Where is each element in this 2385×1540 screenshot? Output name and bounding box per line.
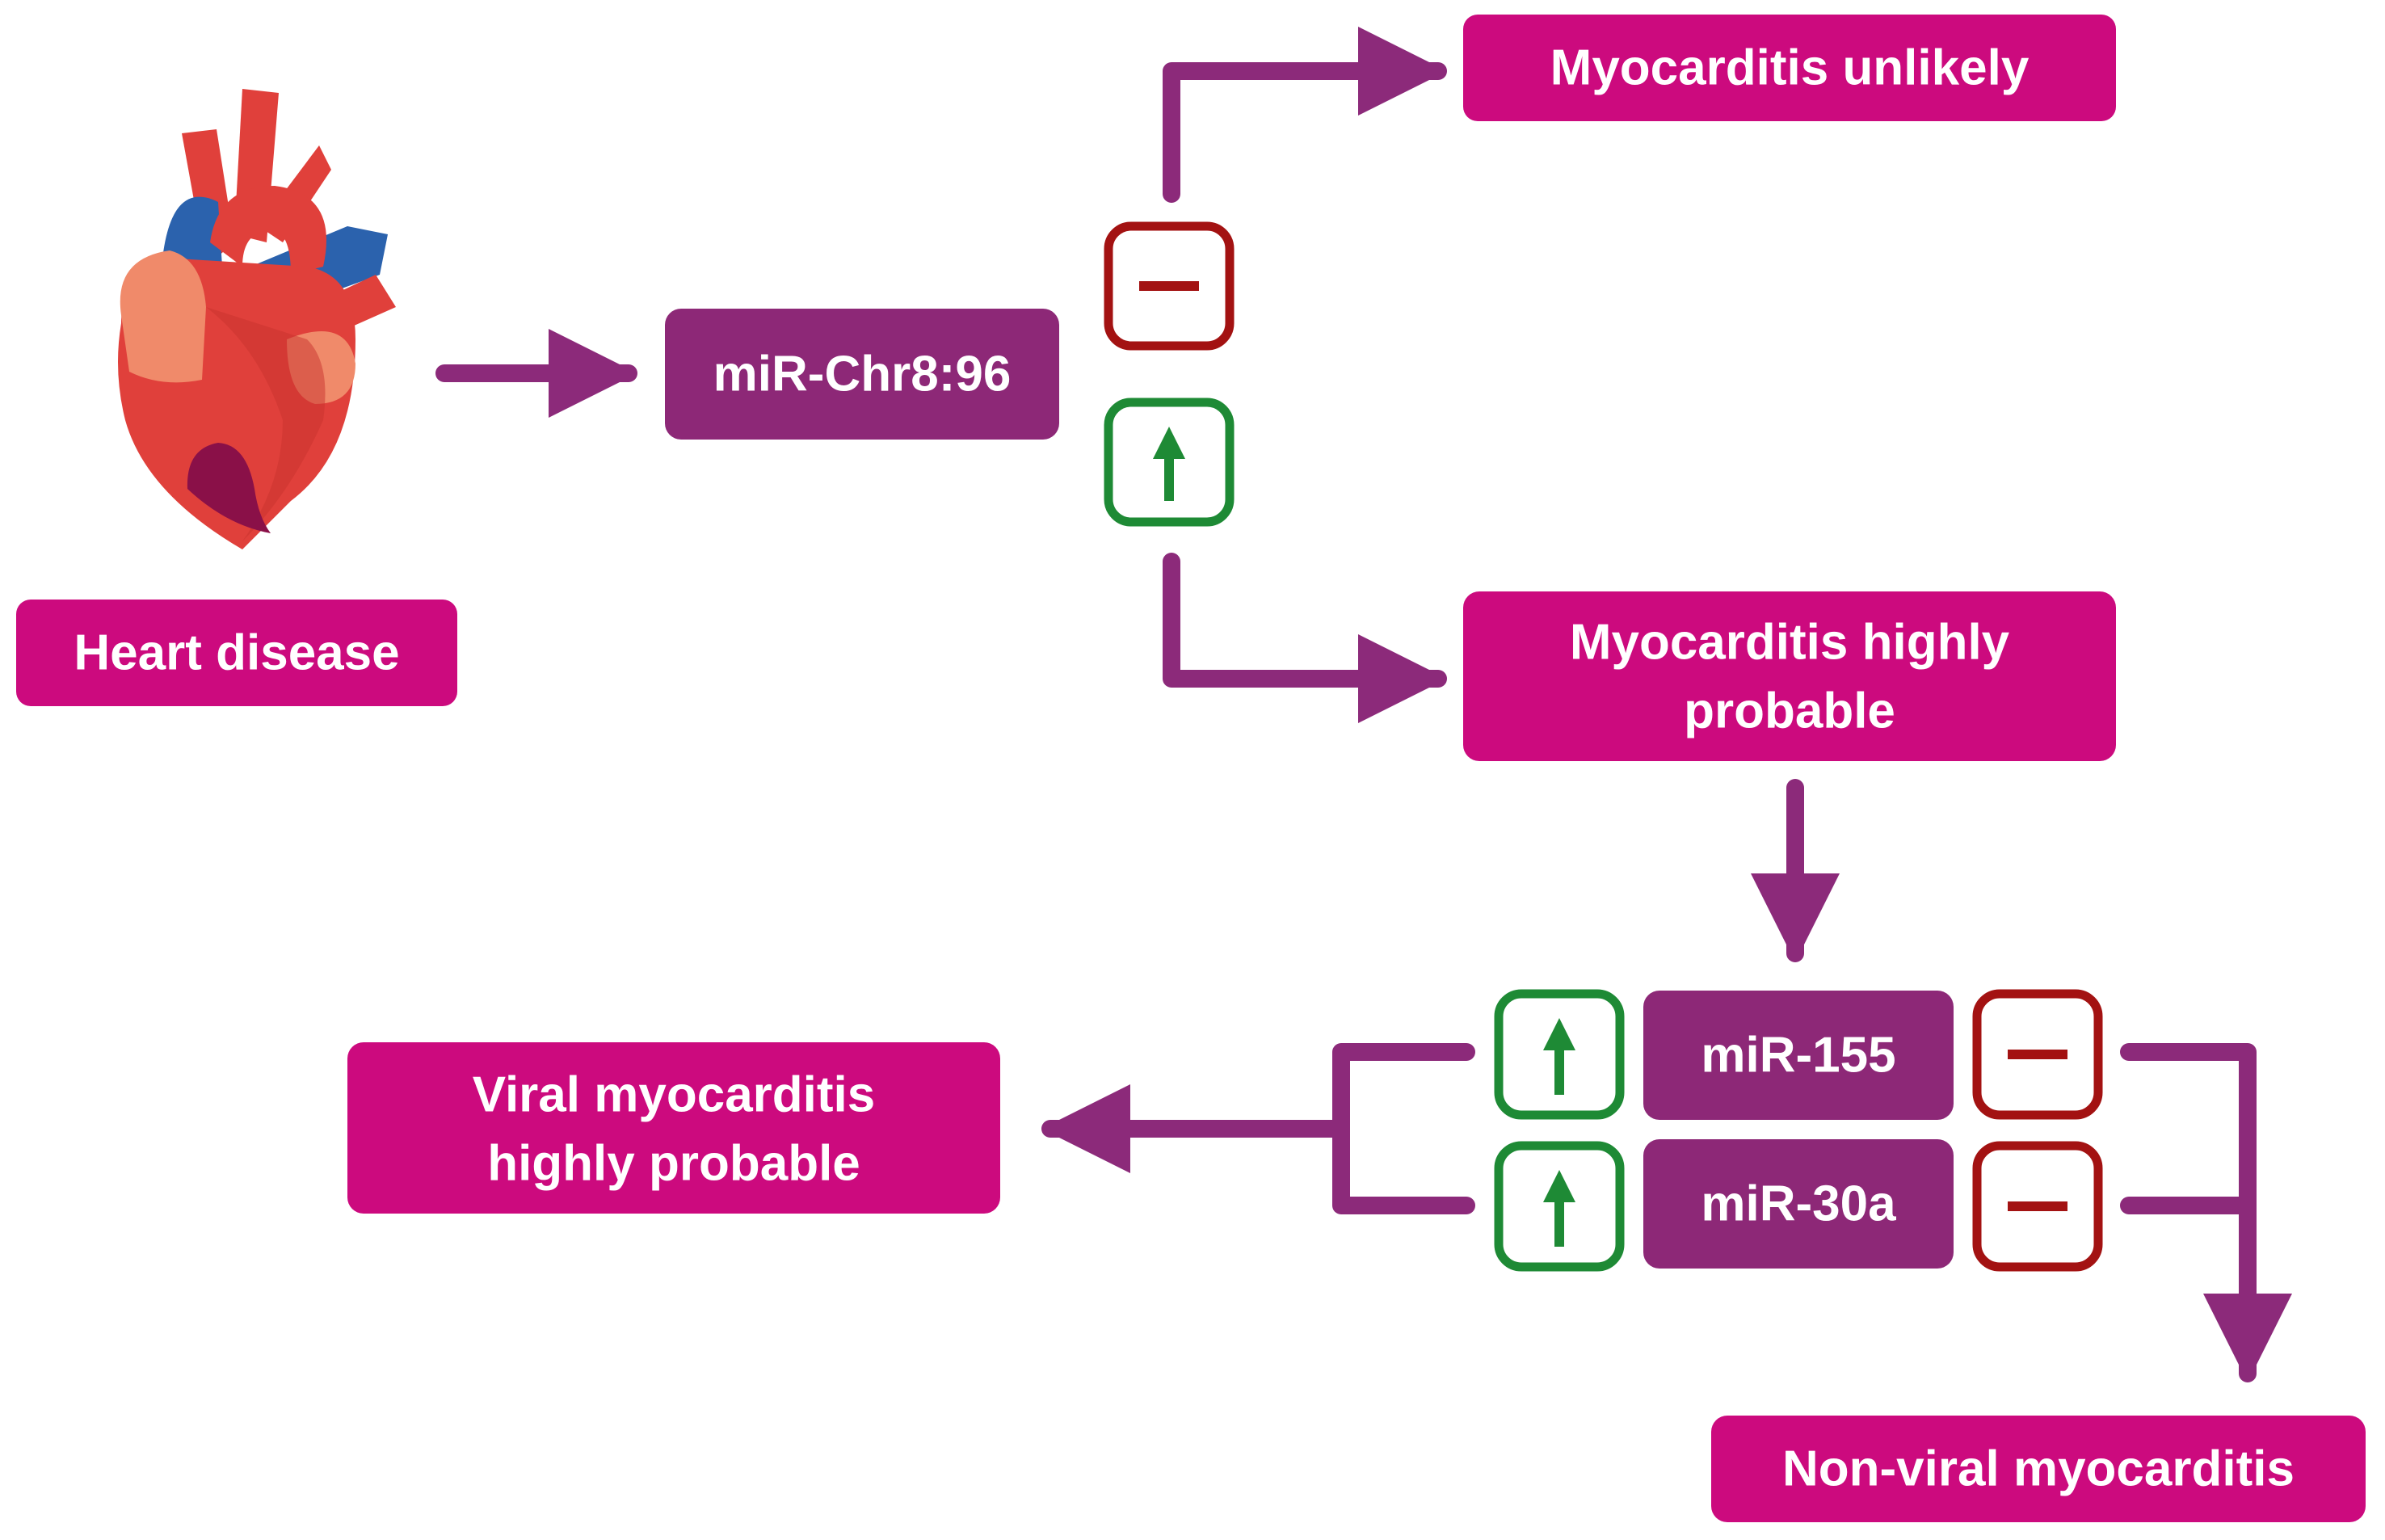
node-non-viral-myocarditis: Non-viral myocarditis	[1711, 1416, 2366, 1522]
minus-icon	[1972, 989, 2103, 1120]
node-myocarditis-probable-line1: Myocarditis highly	[1570, 615, 2010, 671]
node-mir-chr8-label: miR-Chr8:96	[713, 347, 1012, 402]
node-mir-chr8: miR-Chr8:96	[665, 309, 1059, 440]
arrow-to-myocarditis-probable	[1163, 553, 1447, 723]
node-myocarditis-probable-line2: probable	[1684, 684, 1895, 739]
node-heart-disease: Heart disease	[16, 600, 457, 706]
bracket-left	[1332, 1043, 1475, 1214]
arrow-to-myocarditis-unlikely	[1163, 27, 1447, 203]
bracket-right	[2120, 1043, 2292, 1382]
node-heart-disease-label: Heart disease	[74, 625, 399, 681]
node-myocarditis-unlikely: Myocarditis unlikely	[1463, 15, 2116, 121]
node-non-viral-label: Non-viral myocarditis	[1782, 1441, 2295, 1497]
connectors	[435, 27, 2292, 1382]
minus-icon	[1104, 221, 1235, 351]
up-arrow-icon	[1494, 989, 1625, 1120]
up-arrow-icon	[1494, 1141, 1625, 1272]
node-viral-line1: Viral myocarditis	[473, 1067, 876, 1123]
node-mir-155: miR-155	[1643, 991, 1954, 1120]
node-myocarditis-unlikely-label: Myocarditis unlikely	[1550, 40, 2030, 96]
node-viral-line2: highly probable	[487, 1136, 860, 1192]
node-myocarditis-probable: Myocarditis highly probable	[1463, 591, 2116, 761]
node-mir-30a: miR-30a	[1643, 1139, 1954, 1269]
heart-icon	[118, 89, 396, 549]
up-arrow-icon	[1104, 398, 1235, 527]
minus-icon	[1972, 1141, 2103, 1272]
node-mir-30a-label: miR-30a	[1701, 1176, 1896, 1232]
node-mir-155-label: miR-155	[1701, 1028, 1895, 1083]
node-viral-myocarditis: Viral myocarditis highly probable	[347, 1042, 1000, 1214]
